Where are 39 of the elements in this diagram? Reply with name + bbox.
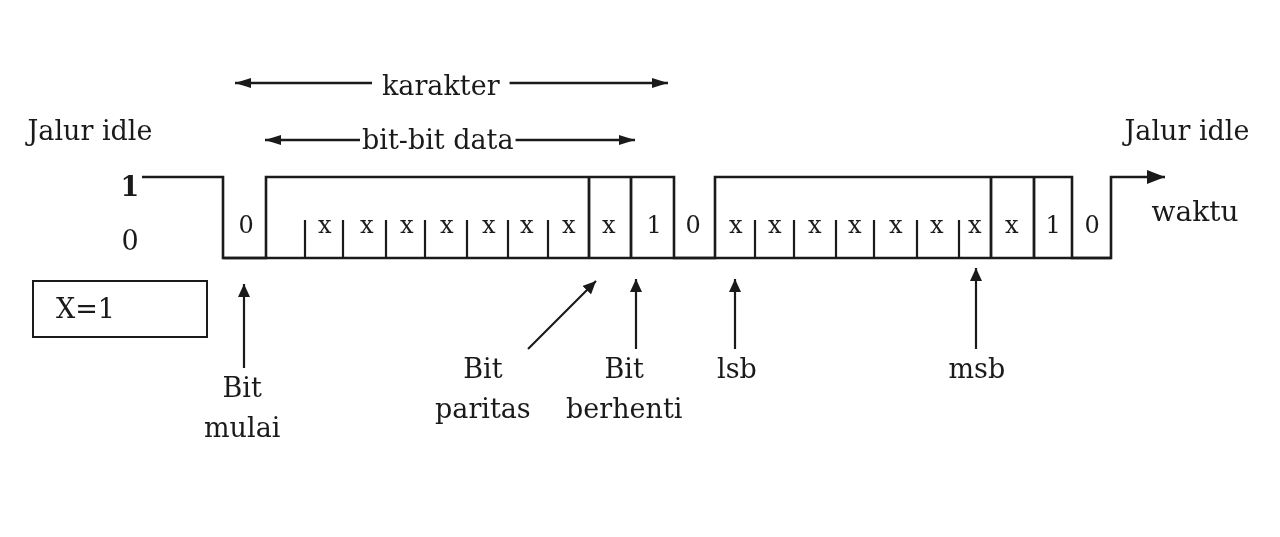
- bit-value: x: [602, 212, 616, 240]
- bit-value: x: [808, 212, 822, 240]
- bit-value: x: [889, 212, 903, 240]
- leader-arrow: [729, 279, 741, 349]
- bit-value: x: [482, 212, 496, 240]
- bit-value: x: [848, 212, 862, 240]
- axis-label: waktu: [1151, 196, 1239, 229]
- bit-value: x: [318, 212, 332, 240]
- bit-value: x: [1005, 212, 1019, 240]
- idle-line-label: Jalur idle: [27, 114, 153, 146]
- callout-label: lsb: [717, 349, 757, 389]
- callout-label: Bit mulai: [204, 368, 281, 448]
- leader-arrow: [970, 268, 982, 349]
- bit-value: x: [930, 212, 944, 240]
- level-label: 0: [121, 224, 139, 256]
- dimension-label: bit-bit data: [362, 123, 514, 155]
- bit-value: x: [968, 212, 982, 240]
- dimension-label: karakter: [382, 69, 500, 101]
- bit-value: x: [360, 212, 374, 240]
- idle-line-label: Jalur idle: [1124, 114, 1250, 146]
- bit-value: x: [400, 212, 414, 240]
- bit-value: 0: [1084, 212, 1100, 240]
- note-box: X=1: [32, 280, 208, 338]
- bit-value: 0: [685, 212, 701, 240]
- bit-value: x: [440, 212, 454, 240]
- bit-value: x: [729, 212, 743, 240]
- leader-arrow: [527, 280, 597, 350]
- bit-value: x: [768, 212, 782, 240]
- bit-value: x: [562, 212, 576, 240]
- leader-arrow: [238, 284, 250, 368]
- callout-label: msb: [948, 349, 1006, 389]
- bit-value: x: [520, 212, 534, 240]
- level-label: 1: [120, 170, 140, 202]
- leader-arrow: [630, 279, 642, 349]
- bit-value: 1: [1045, 212, 1061, 240]
- callout-label: Bit berhenti: [566, 349, 683, 429]
- bit-value: 0: [238, 212, 254, 240]
- callout-label: Bit paritas: [435, 349, 531, 429]
- bit-value: 1: [646, 212, 662, 240]
